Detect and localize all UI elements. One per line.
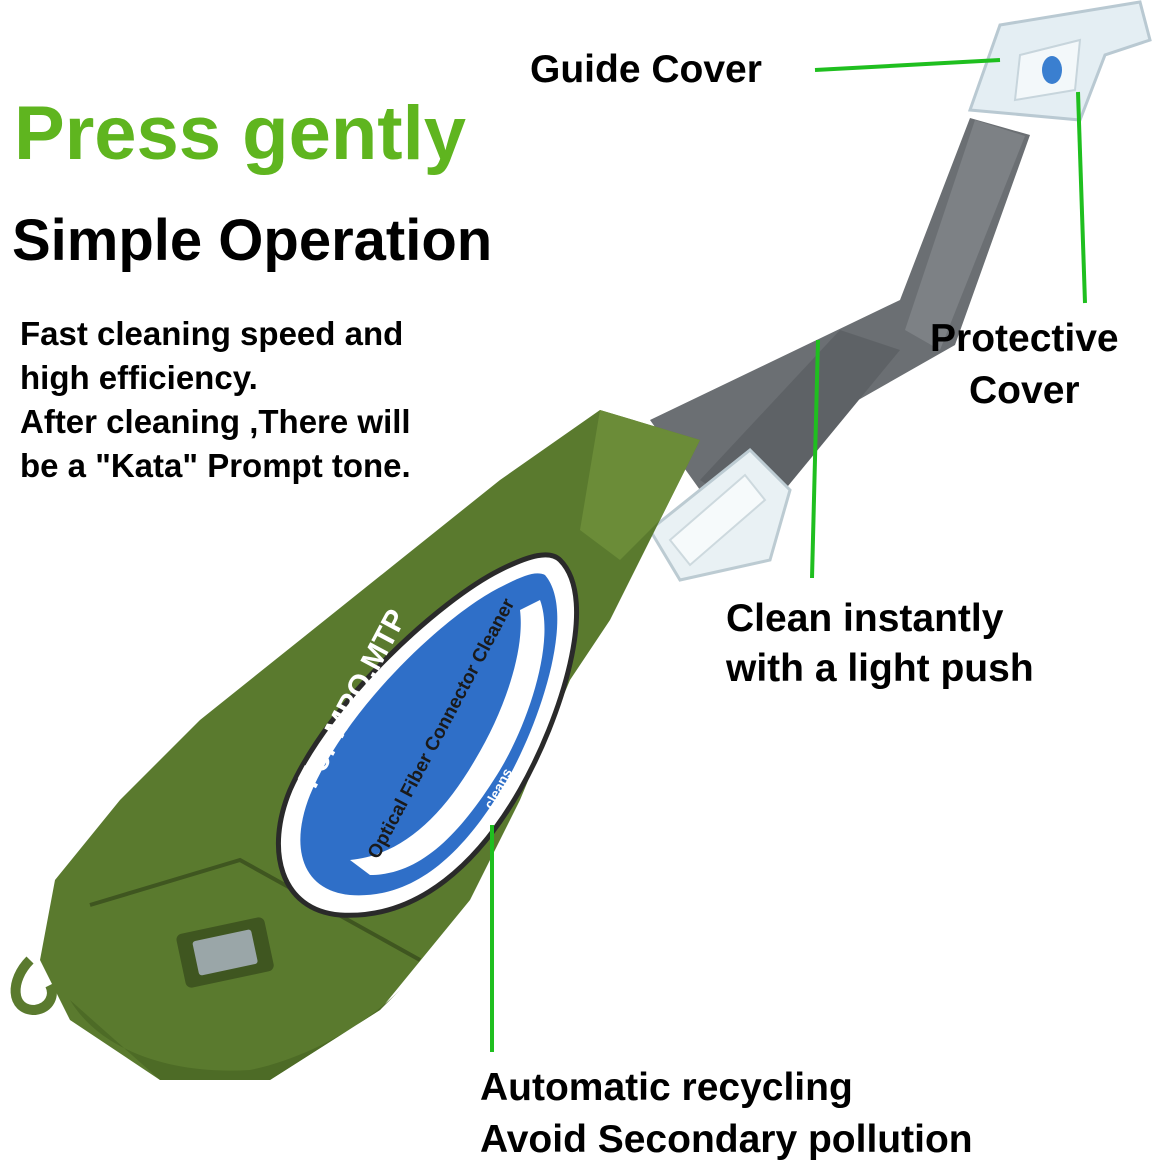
product-label: For MPO.MTP Optical Fiber Connector Clea…: [275, 552, 580, 918]
protective-cover-label-line: Cover: [969, 369, 1080, 412]
clean-instantly-label: Clean instantly with a light push: [726, 594, 1034, 694]
headline: Press gently: [14, 91, 466, 176]
description: Fast cleaning speed and high efficiency.…: [20, 312, 411, 488]
description-line: Fast cleaning speed and: [20, 315, 404, 352]
automatic-recycling-label: Automatic recycling Avoid Secondary poll…: [480, 1062, 973, 1166]
callout-lines: [490, 58, 1087, 1052]
description-line: After cleaning ,There will: [20, 403, 411, 440]
description-line: high efficiency.: [20, 359, 258, 396]
description-line: be a "Kata" Prompt tone.: [20, 447, 411, 484]
guide-cover-callout-line: [814, 58, 1001, 72]
clean-instantly-callout-line: [810, 339, 820, 579]
protective-cover-callout-line: [1076, 91, 1087, 304]
subheadline: Simple Operation: [12, 208, 493, 273]
automatic-recycling-label-line: Avoid Secondary pollution: [480, 1118, 973, 1161]
guide-cover: [967, 0, 1152, 122]
guide-cover-label: Guide Cover: [530, 48, 762, 91]
clean-instantly-label-line: with a light push: [726, 647, 1034, 690]
automatic-recycling-label-line: Automatic recycling: [480, 1066, 853, 1109]
protective-cover-label: Protective Cover: [930, 313, 1119, 417]
clean-instantly-label-line: Clean instantly: [726, 597, 1004, 640]
side-cap: [648, 447, 792, 582]
protective-cover-label-line: Protective: [930, 317, 1119, 360]
